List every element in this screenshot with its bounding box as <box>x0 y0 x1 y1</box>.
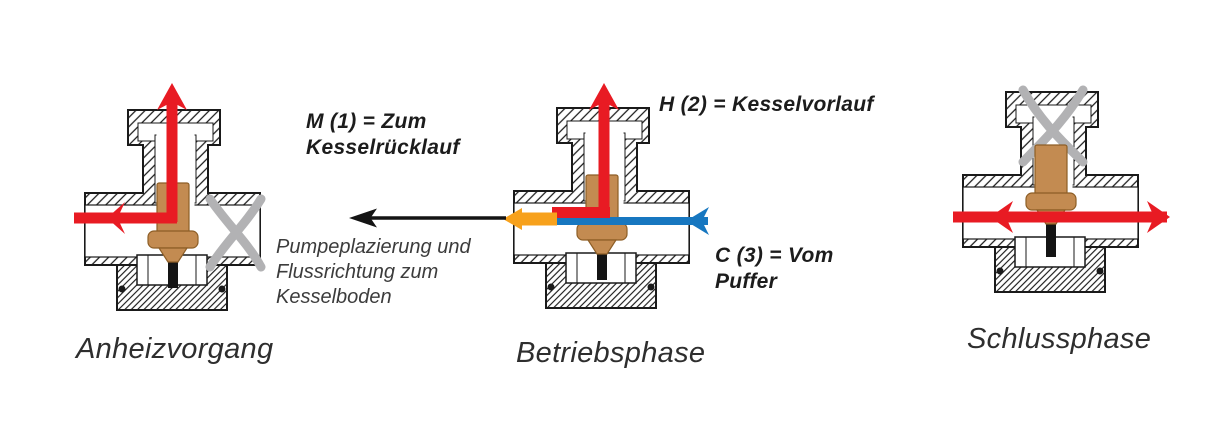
port-label-h2: H (2) = Kesselvorlauf <box>659 93 874 116</box>
port-label-m1: M (1) = Zum Kesselrücklauf <box>306 110 460 159</box>
phase-caption-anheizvorgang: Anheizvorgang <box>76 333 274 365</box>
closed-port-x-icon <box>1018 85 1088 167</box>
pump-placement-note: Pumpeplazierung und Flussrichtung zum Ke… <box>276 236 471 308</box>
port-label-c3: C (3) = Vom Puffer <box>715 244 834 293</box>
hot-flow-through-arrow <box>953 201 1170 233</box>
hot-flow-up-arrow <box>157 83 187 222</box>
thermostat-cartridge <box>1025 144 1077 257</box>
phase-caption-schlussphase: Schlussphase <box>967 323 1152 355</box>
mixed-flow-left-arrow <box>503 208 557 230</box>
hot-flow-left-arrow <box>74 202 177 234</box>
valve-schlussphase <box>962 85 1139 293</box>
phase-caption-betriebsphase: Betriebsphase <box>516 337 706 369</box>
pump-direction-arrow <box>349 208 506 228</box>
closed-port-x-icon <box>205 194 266 272</box>
hot-flow-up-arrow <box>552 83 619 218</box>
cold-flow-left-arrow <box>553 207 709 235</box>
